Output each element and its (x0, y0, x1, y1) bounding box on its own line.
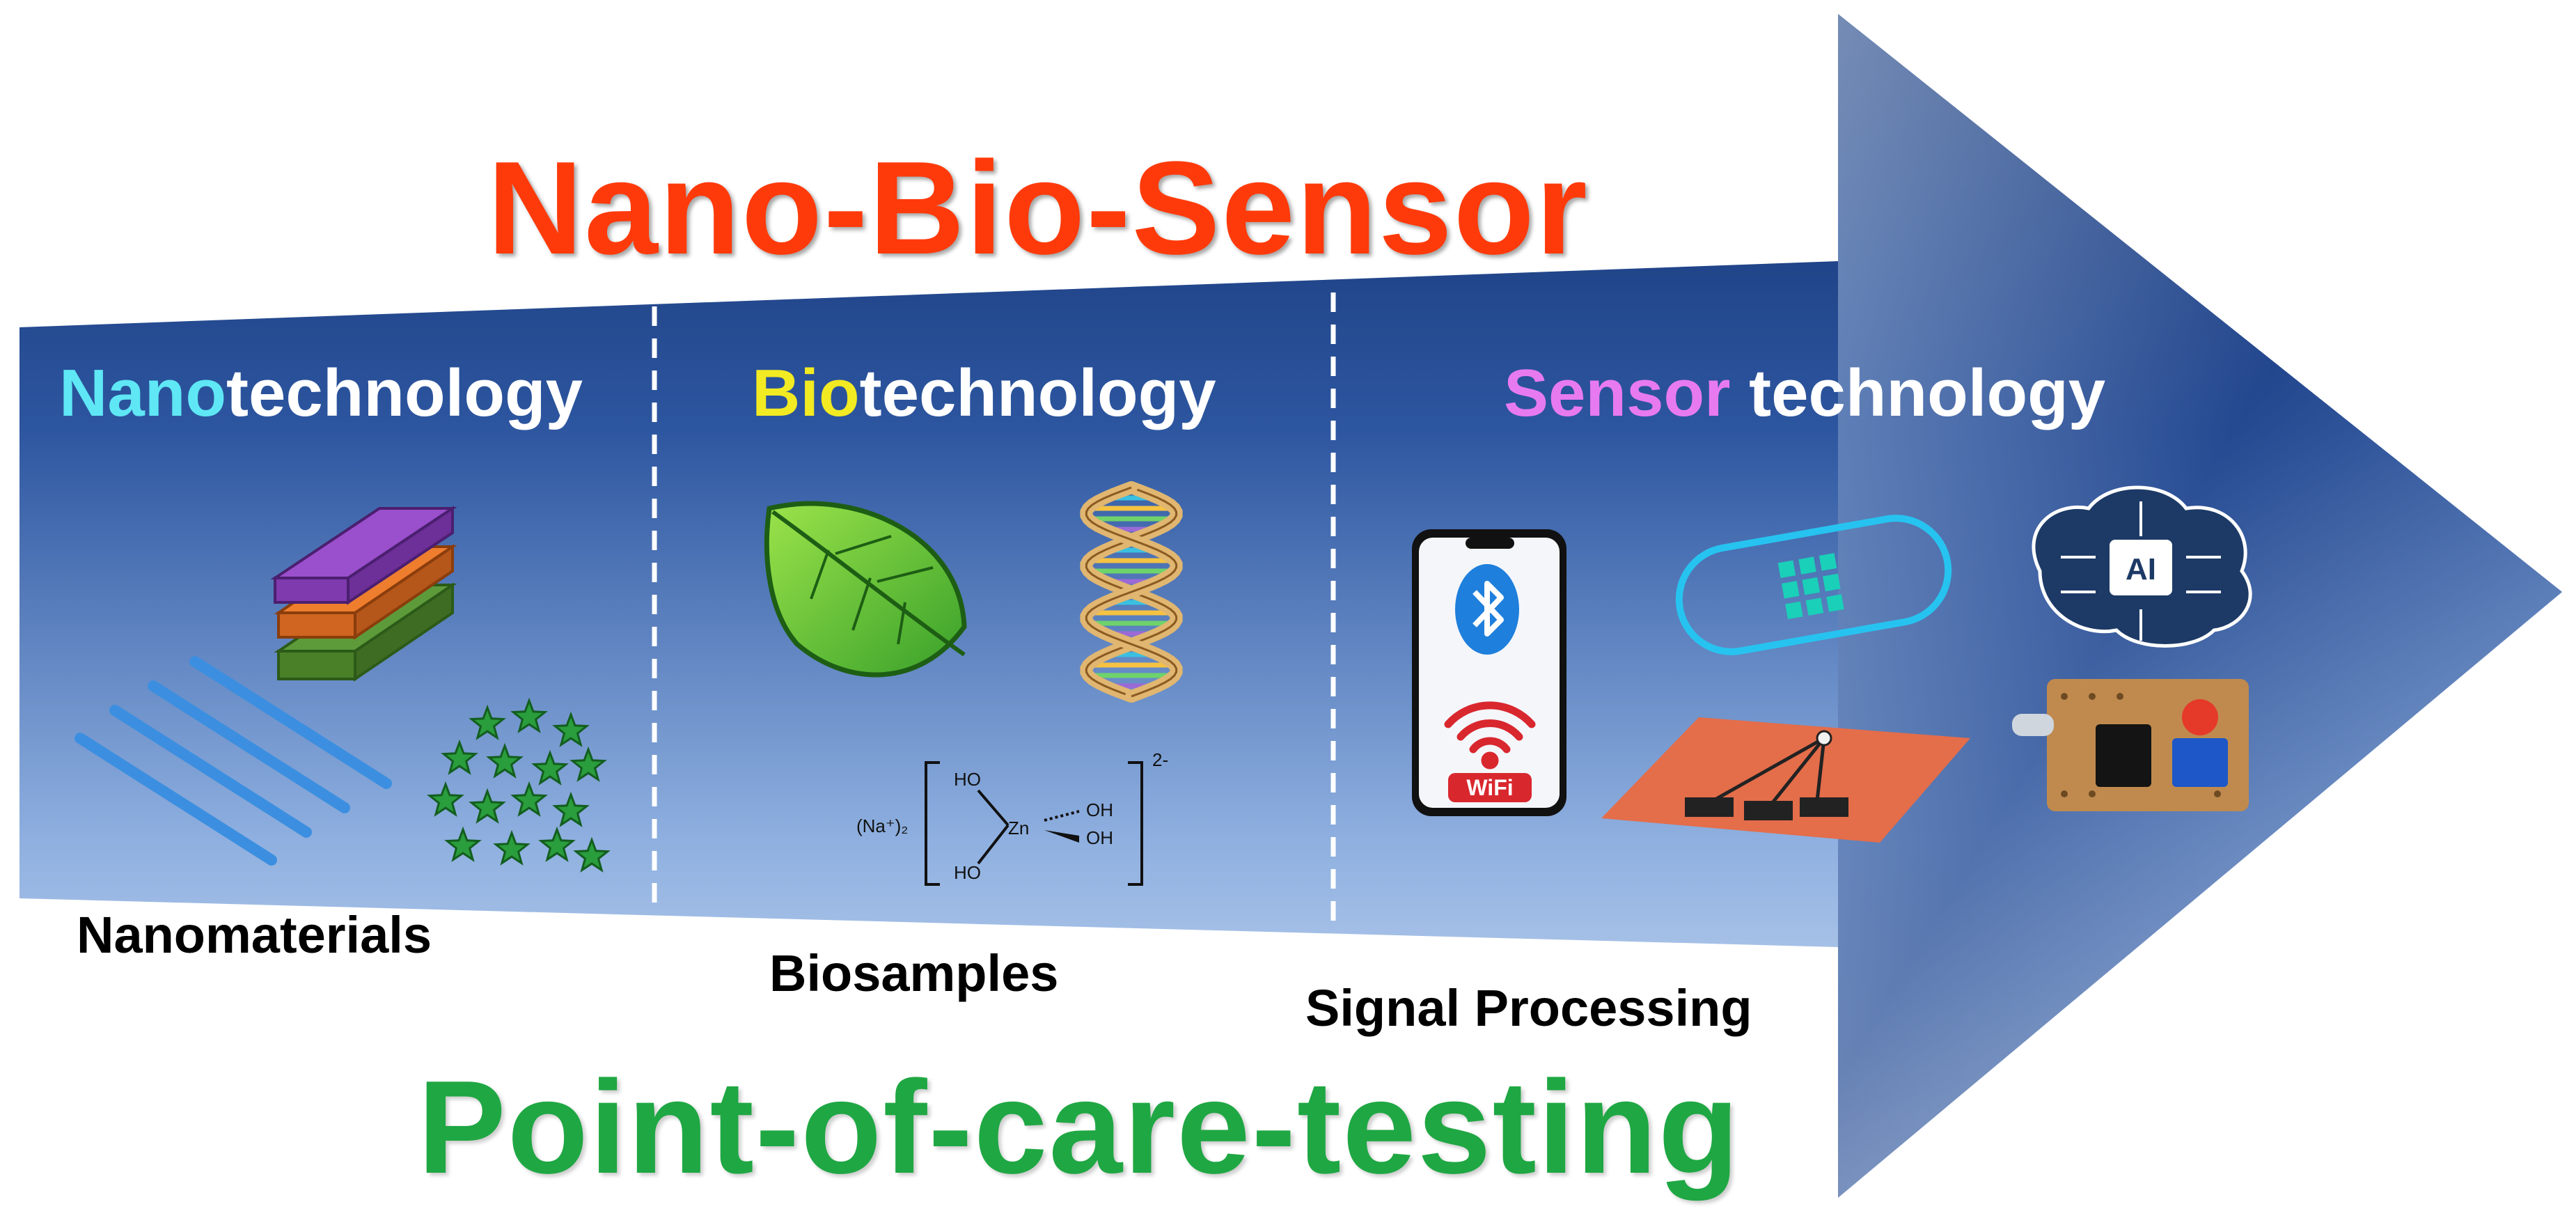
wearable-patch-icon (1675, 515, 1952, 655)
sensor-accent: Sensor (1504, 356, 1731, 430)
section-header-nano: Nanotechnology (59, 355, 583, 432)
sensor-rest: technology (1730, 356, 2106, 430)
diagram-title: Nano-Bio-Sensor (487, 134, 1589, 282)
nanostars-icon (427, 697, 611, 873)
stacked-layers-icon (270, 506, 457, 682)
caption-nanomaterials: Nanomaterials (77, 906, 432, 964)
chem-charge: 2- (1152, 749, 1168, 770)
bio-accent: Bio (752, 356, 860, 430)
chem-cation: (Na⁺)₂ (856, 815, 908, 836)
section-header-sensor: Sensor technology (1504, 355, 2105, 432)
bluetooth-icon (1455, 564, 1519, 655)
nano-rest: technology (226, 356, 583, 430)
nano-accent: Nano (59, 356, 226, 430)
circuit-board-icon (2012, 679, 2249, 811)
chem-ligand-top: HO (954, 769, 981, 790)
caption-signal-processing: Signal Processing (1305, 979, 1752, 1037)
chem-metal: Zn (1008, 818, 1029, 838)
bio-rest: technology (859, 356, 1216, 430)
zincate-structure-icon: (Na⁺)₂ Zn HO HO OH OH 2- (856, 749, 1168, 886)
electrode-chip-icon (1601, 717, 1970, 843)
chem-ligand-right-1: OH (1086, 799, 1113, 820)
dna-helix-icon (1080, 481, 1183, 703)
nanowires-icon (74, 656, 392, 866)
ai-label: AI (2126, 552, 2156, 586)
diagram-subtitle: Point-of-care-testing (418, 1054, 1741, 1201)
chem-ligand-bottom: HO (954, 862, 981, 883)
leaf-icon (764, 501, 967, 678)
wifi-label: WiFi (1466, 775, 1513, 800)
section-header-bio: Biotechnology (752, 355, 1216, 432)
wifi-icon: WiFi (1444, 701, 1536, 802)
chem-ligand-right-2: OH (1086, 827, 1113, 848)
smartphone-icon (1412, 529, 1566, 816)
ai-brain-icon: AI (2032, 485, 2252, 648)
caption-biosamples: Biosamples (769, 944, 1059, 1002)
